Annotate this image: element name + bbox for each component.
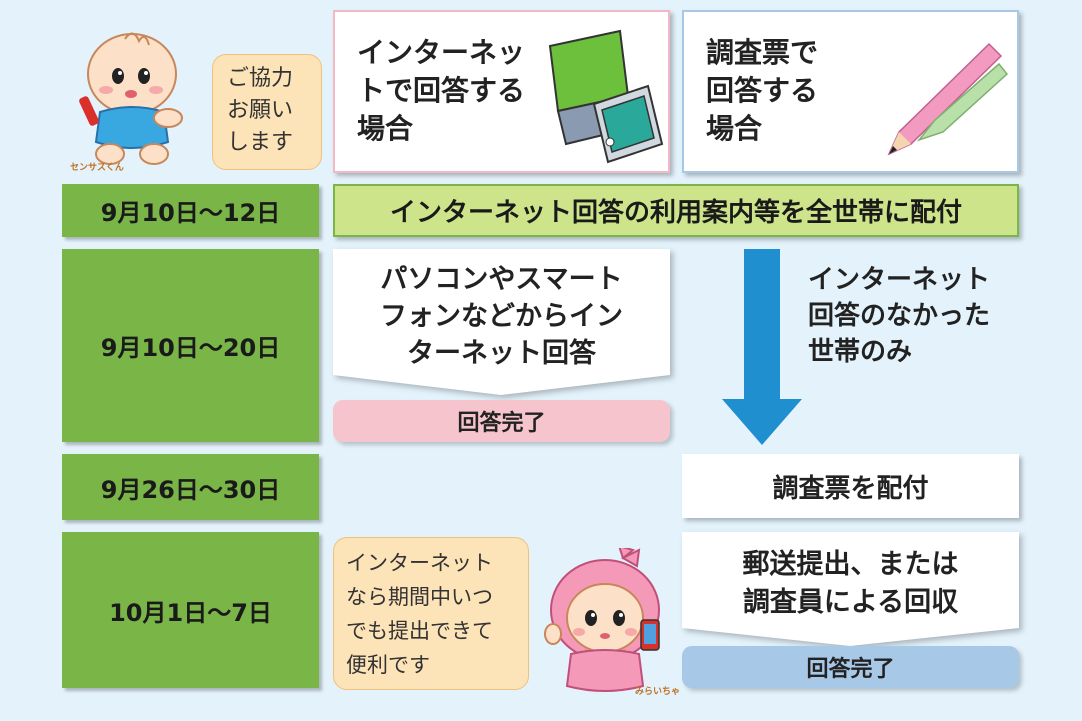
intro-bubble-line-2: お願い [227,98,294,123]
arrow-note-line-1: インターネット [808,265,991,295]
paper-answer-header: 調査票で 回答する 場合 [682,10,1019,173]
submit-step-line-1: 郵送提出、または [742,549,959,580]
paper-header-line-1: 調査票で [706,36,819,69]
intro-bubble-line-3: します [227,130,294,155]
internet-header-line-3: 場合 [357,112,414,145]
questionnaire-distribution-step: 調査票を配付 [682,454,1019,518]
tip-bubble-line-3: でも提出できて [346,619,493,643]
baby-mascot-logo-text: センサスくん [70,162,124,173]
arrow-note-line-3: 世帯のみ [808,337,913,367]
internet-step-line-1: パソコンやスマート [380,264,623,295]
no-internet-note: インターネット 回答のなかった 世帯のみ [808,262,990,370]
internet-header-line-2: トで回答する [357,74,526,107]
tip-bubble-line-2: なら期間中いつ [346,585,493,609]
date-sep-10-12: 9月10日～12日 [62,184,319,237]
internet-answer-step: パソコンやスマート フォンなどからイン ターネット回答 [333,249,670,395]
submission-step: 郵送提出、または 調査員による回収 [682,532,1019,646]
paper-header-line-3: 場合 [706,112,763,145]
intro-bubble-line-1: ご協力 [227,66,294,91]
submit-step-line-2: 調査員による回収 [742,587,959,618]
date-sep-26-30: 9月26日～30日 [62,454,319,520]
internet-header-line-1: インターネッ [357,36,526,69]
paper-answer-complete: 回答完了 [682,646,1019,688]
internet-answer-complete: 回答完了 [333,400,670,442]
intro-speech-bubble: ご協力 お願い します [212,54,322,170]
internet-step-line-3: ターネット回答 [407,338,596,369]
internet-step-line-2: フォンなどからイン [380,301,623,332]
arrow-note-line-2: 回答のなかった [808,301,991,331]
girl-mascot-logo-text: みらいちゃん [635,686,680,697]
distribution-banner: インターネット回答の利用案内等を全世帯に配付 [333,184,1019,237]
tip-speech-bubble: インターネット なら期間中いつ でも提出できて 便利です [333,537,529,690]
date-oct-1-7: 10月1日～7日 [62,532,319,688]
laptop-smartphone-icon [548,29,664,164]
tip-bubble-line-1: インターネット [346,551,493,575]
paper-header-line-2: 回答する [706,74,819,107]
tip-bubble-line-4: 便利です [346,653,430,677]
baby-mascot-illustration: センサスくん [70,14,200,174]
girl-mascot-illustration: みらいちゃん [535,544,689,698]
pencils-icon [887,42,1009,156]
date-sep-10-20: 9月10日～20日 [62,249,319,442]
internet-answer-header: インターネッ トで回答する 場合 [333,10,670,173]
down-arrow-icon [722,249,802,445]
